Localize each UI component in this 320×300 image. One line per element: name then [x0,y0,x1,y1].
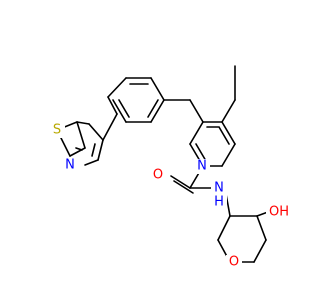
label-background [62,158,78,173]
label-background [211,181,227,196]
bond [107,77,127,98]
carbonyl-oxygen-label: O [153,168,163,183]
amide-hydrogen-label: H [214,195,224,210]
bond [189,99,204,123]
bond [118,99,130,118]
bond [221,99,236,123]
bond [84,159,99,166]
bond [76,121,86,149]
label-background [194,159,210,174]
bond [170,175,191,189]
bond [195,143,207,162]
molecule-diagram: S N N O N H OH O [49,65,292,270]
bond [147,99,159,118]
structure-canvas: S N N O N H OH O [49,65,292,270]
bond [189,121,204,145]
bond [173,180,194,194]
thiazole-nitrogen-label: N [65,158,75,173]
bond [221,143,236,167]
bond [91,143,96,157]
bond [107,96,118,115]
atom-pyridine-nitrogen: N [194,159,210,174]
atom-labels: S N N O N H OH O [49,123,292,270]
atom-sulfur: S [49,123,65,138]
ring-oxygen-label: O [229,255,239,270]
amide-nitrogen-label: N [214,181,224,196]
bond [150,99,165,123]
label-background [150,168,166,183]
bond [69,147,86,157]
bond [256,215,267,241]
bond [97,139,104,161]
bond [150,77,165,101]
atom-hydroxyl: OH [266,205,292,220]
label-background [49,123,65,138]
thiazole-ring [56,121,104,166]
atom-thiazole-nitrogen: N [62,158,78,173]
label-background [226,255,242,270]
atom-amide-hydrogen: H [211,195,227,210]
bond [75,147,83,151]
bond [76,121,90,125]
atom-carbonyl-oxygen: O [150,168,166,183]
benzene-ring [102,77,165,141]
pyridine-nitrogen-label: N [197,159,207,174]
label-background [211,195,227,210]
bond [217,215,231,241]
bond [253,239,267,263]
bond [221,121,236,145]
sulfur-label: S [53,123,61,138]
label-background [266,205,292,220]
atom-ring-oxygen: O [226,255,242,270]
bond [112,99,127,123]
hydroxyl-label: OH [269,205,289,220]
bond [88,123,104,141]
atom-amide-nitrogen: N [211,181,227,196]
bond [218,126,230,145]
bond [102,113,118,141]
